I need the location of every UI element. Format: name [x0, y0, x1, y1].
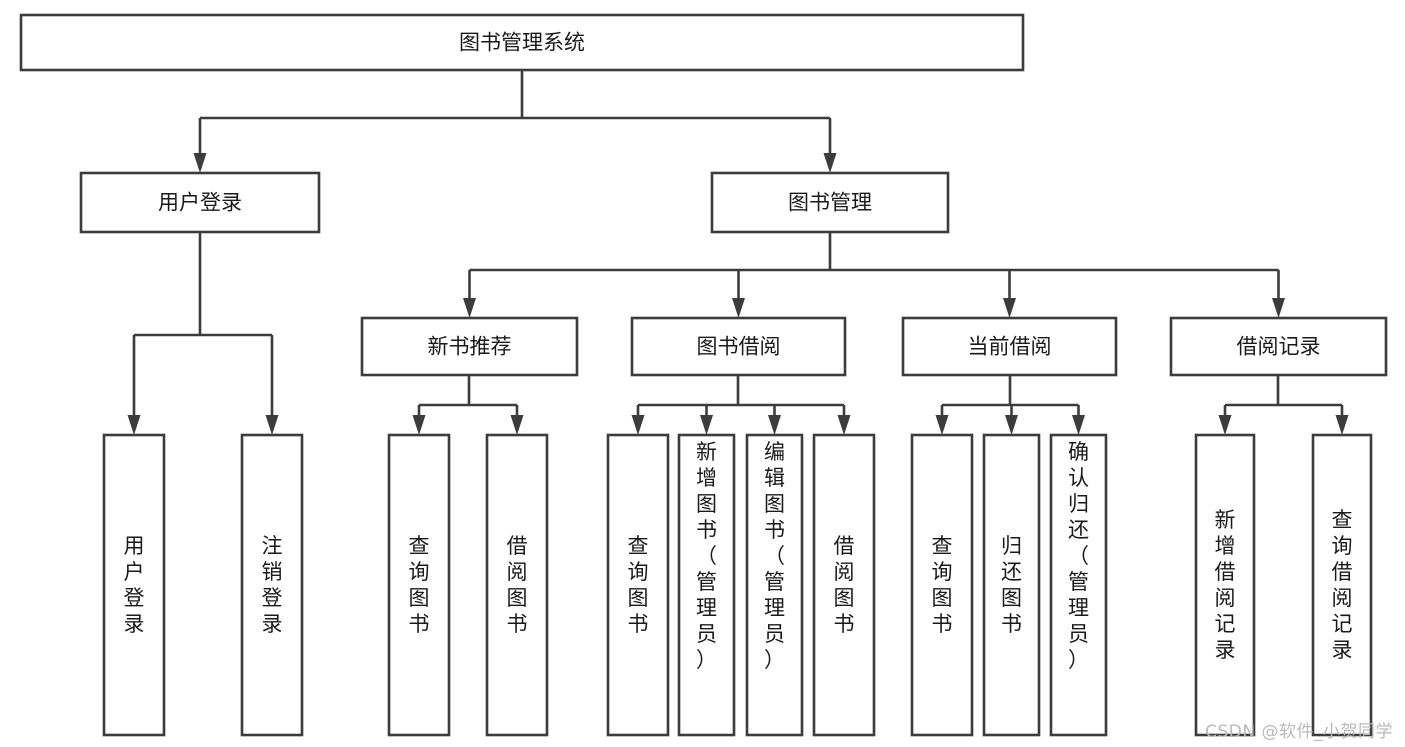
node-box[interactable]	[102, 433, 166, 737]
node-l-query-book-3[interactable]: 查询图书	[910, 433, 974, 737]
node-label: 查询图书	[628, 534, 649, 636]
connector-group-n-book-manage	[463, 232, 1285, 318]
connector-group-n-book-borrow	[631, 375, 851, 435]
node-n-book-borrow[interactable]: 图书借阅	[630, 316, 847, 377]
node-n-book-manage[interactable]: 图书管理	[710, 171, 950, 234]
connector-group-n-new-book-rec	[412, 375, 524, 435]
node-n-user-login[interactable]: 用户登录	[79, 171, 321, 234]
arrow-head-icon	[265, 415, 279, 435]
connector-layer	[127, 70, 1349, 435]
node-label: 新书推荐	[428, 335, 512, 359]
node-box[interactable]	[79, 171, 321, 234]
node-l-query-book-2[interactable]: 查询图书	[606, 433, 670, 737]
arrow-head-icon	[1335, 415, 1349, 435]
arrow-head-icon	[1218, 415, 1232, 435]
node-box[interactable]	[745, 433, 804, 737]
node-label: 新增图书（管理员）	[696, 440, 717, 672]
node-box[interactable]	[1194, 433, 1256, 737]
node-label: 查询图书	[409, 534, 430, 636]
arrow-head-icon	[935, 415, 949, 435]
node-box[interactable]	[1169, 316, 1388, 377]
connector-group-n-user-login	[127, 232, 279, 435]
node-box[interactable]	[982, 433, 1041, 737]
node-label: 当前借阅	[968, 335, 1052, 359]
node-box[interactable]	[901, 316, 1118, 377]
node-box[interactable]	[812, 433, 876, 737]
node-n-current-borrow[interactable]: 当前借阅	[901, 316, 1118, 377]
node-label: 查询图书	[932, 534, 953, 636]
arrow-head-icon	[1003, 298, 1016, 318]
csdn-watermark: CSDN @软件_小贺同学	[1205, 722, 1393, 742]
node-n-new-book-rec[interactable]: 新书推荐	[360, 316, 579, 377]
arrow-head-icon	[1072, 415, 1085, 435]
node-label: 图书管理系统	[459, 31, 585, 55]
node-label: 图书管理	[788, 191, 872, 215]
arrow-head-icon	[127, 415, 141, 435]
node-label: 用户登录	[124, 534, 145, 636]
node-box[interactable]	[677, 433, 736, 737]
connector-group-n-current-borrow	[935, 375, 1085, 435]
node-l-logout[interactable]: 注销登录	[240, 433, 304, 737]
node-n-borrow-record[interactable]: 借阅记录	[1169, 316, 1388, 377]
arrow-head-icon	[412, 415, 426, 435]
node-label: 查询借阅记录	[1332, 508, 1353, 662]
node-box[interactable]	[606, 433, 670, 737]
node-label: 图书借阅	[697, 335, 781, 359]
connector-group-n-borrow-record	[1218, 375, 1349, 435]
node-label: 借阅图书	[834, 534, 855, 636]
node-l-query-record[interactable]: 查询借阅记录	[1311, 433, 1373, 737]
arrow-head-icon	[1005, 415, 1018, 435]
node-label: 借阅记录	[1237, 335, 1321, 359]
arrow-head-icon	[768, 415, 781, 435]
arrow-head-icon	[732, 298, 745, 318]
node-box[interactable]	[387, 433, 451, 737]
node-l-query-book-1[interactable]: 查询图书	[387, 433, 451, 737]
node-l-add-record[interactable]: 新增借阅记录	[1194, 433, 1256, 737]
node-box[interactable]	[1311, 433, 1373, 737]
arrow-head-icon	[700, 415, 713, 435]
node-box[interactable]	[710, 171, 950, 234]
node-label: 确认归还（管理员）	[1068, 440, 1089, 672]
node-l-edit-book[interactable]: 编辑图书（管理员）	[745, 433, 804, 737]
node-box[interactable]	[360, 316, 579, 377]
node-box[interactable]	[240, 433, 304, 737]
node-label: 借阅图书	[507, 534, 528, 636]
node-l-borrow-book-2[interactable]: 借阅图书	[812, 433, 876, 737]
node-box[interactable]	[630, 316, 847, 377]
node-box[interactable]	[19, 13, 1025, 72]
node-box[interactable]	[1049, 433, 1108, 737]
node-label: 编辑图书（管理员）	[764, 440, 785, 672]
node-l-return-book[interactable]: 归还图书	[982, 433, 1041, 737]
arrow-head-icon	[463, 298, 476, 318]
node-l-confirm-return[interactable]: 确认归还（管理员）	[1049, 433, 1108, 737]
node-label: 新增借阅记录	[1215, 508, 1236, 662]
node-l-borrow-book-1[interactable]: 借阅图书	[485, 433, 549, 737]
node-box[interactable]	[910, 433, 974, 737]
arrow-head-icon	[193, 153, 207, 173]
connector-group-root	[193, 70, 837, 173]
node-layer: 图书管理系统用户登录图书管理新书推荐图书借阅当前借阅借阅记录用户登录注销登录查询…	[19, 13, 1388, 737]
arrow-head-icon	[1272, 298, 1285, 318]
node-label: 用户登录	[158, 191, 242, 215]
arrow-head-icon	[510, 415, 524, 435]
node-label: 归还图书	[1001, 534, 1022, 636]
node-l-user-login[interactable]: 用户登录	[102, 433, 166, 737]
node-box[interactable]	[485, 433, 549, 737]
arrow-head-icon	[837, 415, 851, 435]
node-label: 注销登录	[262, 534, 283, 636]
node-l-add-book[interactable]: 新增图书（管理员）	[677, 433, 736, 737]
node-root[interactable]: 图书管理系统	[19, 13, 1025, 72]
arrow-head-icon	[823, 153, 837, 173]
arrow-head-icon	[631, 415, 645, 435]
